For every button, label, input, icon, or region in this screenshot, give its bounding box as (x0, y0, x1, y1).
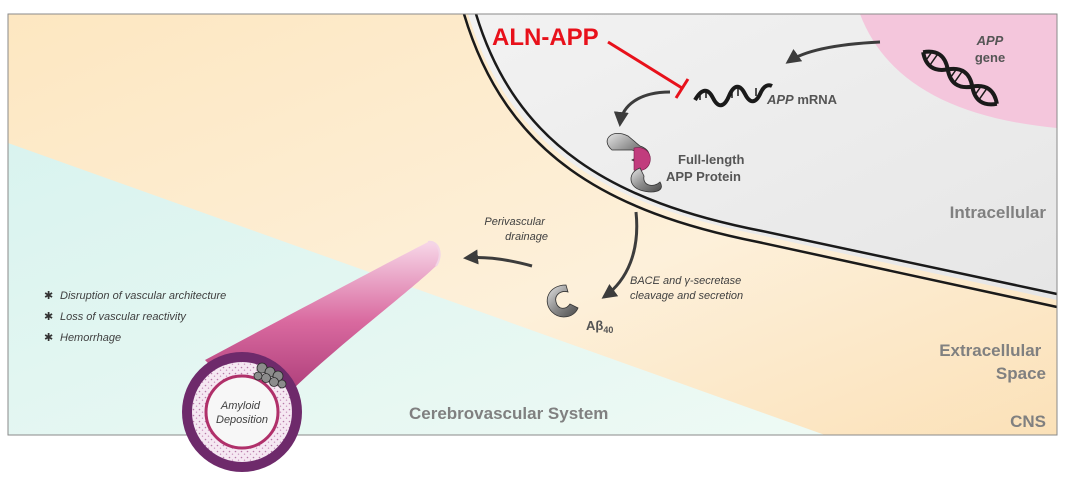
inhibition-line (607, 40, 683, 90)
diagram-border (7, 13, 1058, 436)
vessel-label: Amyloid Deposition (216, 400, 268, 426)
bullet-icon: ✱ (44, 311, 53, 323)
gene-label-line2: gene (975, 50, 1005, 65)
mrna-icon (693, 83, 773, 108)
effect-item: Disruption of vascular architecture (60, 290, 226, 302)
abeta-fragment-icon (546, 284, 579, 318)
effect-item: Hemorrhage (60, 332, 121, 344)
intracellular-label: Intracellular (950, 203, 1047, 222)
cleavage-arrow (601, 211, 639, 299)
inhibition-bar (674, 78, 690, 99)
gene-label: APP (976, 33, 1004, 48)
effect-item: Loss of vascular reactivity (60, 311, 187, 323)
secretase-label: BACE and γ-secretase cleavage and secret… (630, 275, 744, 302)
drainage-arrow (463, 249, 533, 268)
bullet-icon: ✱ (44, 290, 53, 302)
drainage-label: Perivascular drainage (484, 216, 548, 243)
effects-list: ✱ Disruption of vascular architecture ✱ Los… (44, 290, 226, 344)
translation-arrow (613, 90, 671, 127)
app-protein-icon (606, 133, 662, 193)
bullet-icon: ✱ (44, 332, 53, 344)
amyloid-deposit-icon (253, 362, 287, 389)
intracellular-region (468, 14, 1057, 300)
transcription-arrow (785, 40, 881, 64)
vessel-inner-wall (204, 374, 280, 450)
cns-label: CNS (1010, 412, 1046, 431)
drug-label: ALN-APP (492, 24, 599, 51)
extracellular-label: Extracellular Space (939, 341, 1046, 383)
abeta-label: Aβ40 (586, 318, 613, 335)
mrna-label: APP mRNA (766, 92, 838, 107)
cell-membrane (462, 13, 1058, 309)
dna-helix-icon (921, 49, 999, 107)
protein-label: Full-length APP Protein (666, 152, 748, 184)
cerebrovascular-label: Cerebrovascular System (409, 404, 608, 423)
